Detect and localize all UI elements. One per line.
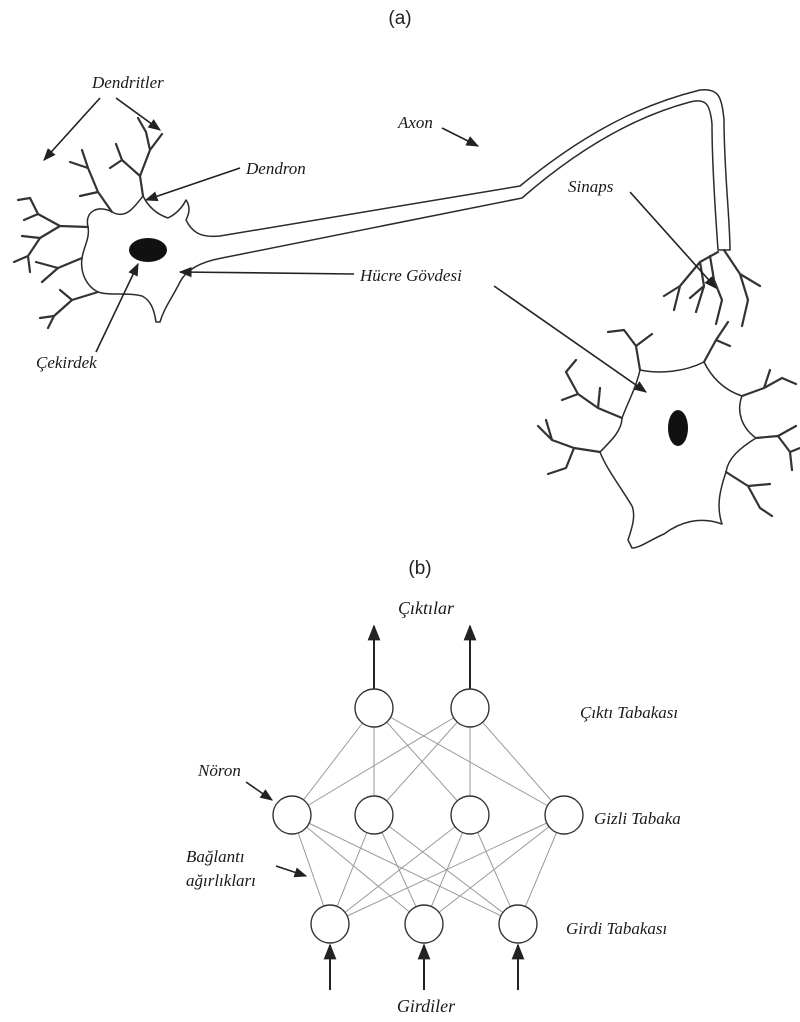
nucleus-left [129, 238, 167, 262]
output-neuron [451, 689, 489, 727]
label-girdi-tabakasi: Girdi Tabakası [566, 919, 667, 938]
nucleus-right [668, 410, 688, 446]
biological-neuron-right [538, 322, 800, 548]
label-cekirdek: Çekirdek [36, 353, 97, 372]
label-cikti-tabakasi: Çıktı Tabakası [580, 703, 678, 722]
label-baglanti-line1: Bağlantı [186, 847, 245, 866]
network-connections [292, 708, 564, 924]
panel-b-label: (b) [408, 558, 431, 579]
hidden-neuron [273, 796, 311, 834]
label-girdiler: Girdiler [397, 996, 456, 1016]
input-neuron [499, 905, 537, 943]
label-baglanti-line2: ağırlıkları [186, 871, 256, 890]
input-neuron [311, 905, 349, 943]
input-neuron [405, 905, 443, 943]
hidden-neuron [545, 796, 583, 834]
ann-diagram [273, 626, 583, 990]
dendrites-right [538, 322, 800, 516]
axon-terminals [664, 250, 760, 326]
network-nodes [273, 689, 583, 943]
label-noron: Nöron [197, 761, 241, 780]
weight-edge-input-hidden [374, 815, 518, 924]
label-hucre-govdesi: Hücre Gövdesi [359, 266, 462, 285]
output-neuron [355, 689, 393, 727]
weight-edge-input-hidden [330, 815, 470, 924]
label-gizli-tabaka: Gizli Tabaka [594, 809, 681, 828]
label-dendron: Dendron [245, 159, 306, 178]
label-ciktilar: Çıktılar [398, 598, 455, 618]
panel-a-label: (a) [388, 8, 411, 29]
biological-neuron-left [14, 90, 760, 328]
hidden-neuron [451, 796, 489, 834]
hidden-neuron [355, 796, 393, 834]
label-axon: Axon [397, 113, 433, 132]
label-dendritler: Dendritler [91, 73, 164, 92]
weight-edge-hidden-output [292, 708, 374, 815]
soma-right [600, 362, 756, 548]
weight-edge-hidden-output [470, 708, 564, 815]
label-sinaps: Sinaps [568, 177, 614, 196]
